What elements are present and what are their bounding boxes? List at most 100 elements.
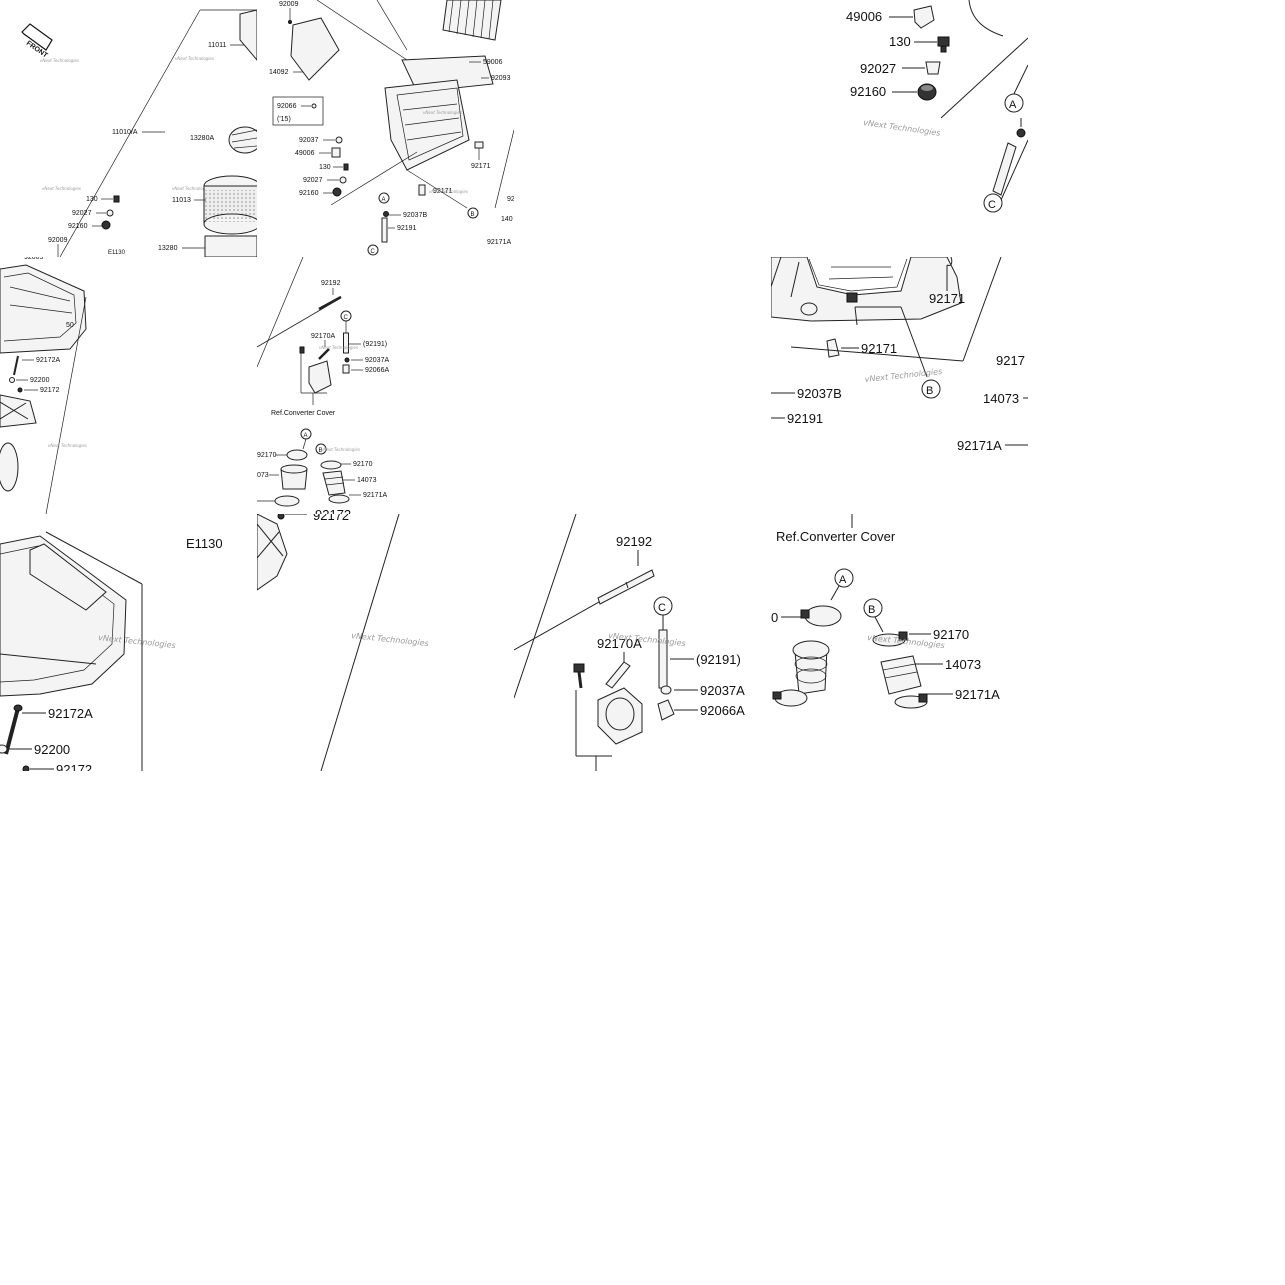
svg-text:C: C [344,315,349,321]
svg-text:B: B [926,385,933,397]
part-label: 92172A [36,357,60,364]
part-label: 92009 [48,237,68,244]
part-label: 92093 [491,75,511,82]
part-label: 92192 [616,534,652,549]
part-label: 92171A [363,492,387,499]
tile-converter-cover-parts: 92192 C 92170A (92191) 92037A 92066A Ref… [257,257,514,514]
intake-boot [322,470,346,496]
hose-clamp [804,605,842,627]
svg-text:B: B [319,448,323,454]
tile-air-cleaner-case: 92009 14092 59006 92093 92066 ('15) 9203… [257,0,514,257]
air-cleaner-housing [239,9,257,61]
part-label: 92037B [797,386,842,401]
ref-circle-c [983,193,1003,213]
filter-cage [442,0,502,41]
part-label: 073 [257,472,269,479]
part-label: 92171 [471,163,491,170]
bolt-icon [573,663,585,673]
part-label: 92171A [487,239,511,246]
watermark: vNext Technologies [863,118,941,138]
ref-note: Ref.Converter Cover [776,529,896,544]
svg-text:A: A [382,197,386,203]
svg-text:A: A [839,574,847,586]
variant-box [272,96,324,126]
ref-note: Ref.Converter Cover [271,410,336,417]
part-label: 130 [319,164,331,171]
svg-text:B: B [868,604,875,616]
part-label: 92191 [397,225,417,232]
part-label: 49006 [846,9,882,24]
watermark: vNext Technologies [40,58,79,63]
air-cleaner-case [771,257,962,322]
part-label: 14073 [357,477,377,484]
part-label: 92170 [353,461,373,468]
collar-icon [106,209,114,217]
part-label: 92027 [303,177,323,184]
part-label: 92037 [299,137,319,144]
part-label: 92200 [34,742,70,757]
part-label: 92170 [933,627,969,642]
watermark: vNext Technologies [351,631,429,648]
part-label: 49006 [295,150,315,157]
watermark: vNext Technologies [319,345,358,350]
tile-airbox-cover-overview: FRONT vNext Technologies vNext Technolog… [0,0,257,257]
ref-circle-a [1004,93,1024,113]
part-label: 92027 [72,210,92,217]
part-label: 92172 [56,762,92,771]
part-label: 92009 [279,1,299,8]
part-label: 92200 [30,377,50,384]
part-label: 14073 [983,391,1019,406]
part-label: 0 [771,610,778,625]
bracket-icon [913,5,935,29]
seal-frame [0,394,37,428]
ref-circle-b [863,598,883,618]
part-label: 92037A [365,357,389,364]
part-label: 92172A [48,706,93,721]
watermark: vNext Technologies [175,56,214,61]
part-label: 92172 [40,387,60,394]
part-label: 92009 [24,257,44,261]
drain-plug [800,302,818,316]
part-label: 140 [501,216,513,223]
ref-circle-b [921,379,941,399]
ref-circle-b [315,443,327,455]
tile-cover-edge-zoom: 92172 vNext Technologies [257,514,514,771]
part-label: 92170A [311,333,335,340]
front-arrow-icon: FRONT [21,23,53,60]
part-label: 59006 [483,59,503,66]
part-label: (92191) [363,341,387,348]
part-label: 92066A [700,703,745,718]
part-label: 11013 [172,197,191,204]
tile-cover-zoom: E1130 vNext Technologies 92172A 92200 92… [0,514,257,771]
part-label: 92192 [321,280,341,287]
damper-icon [101,220,111,230]
air-cleaner-cap [401,55,494,93]
watermark: vNext Technologies [172,186,211,191]
part-label: 92 [507,196,514,203]
inlet-duct [290,17,340,81]
bolt-icon [113,195,120,203]
tile-case-drain-zoom: 92171 92171 B 9217 92037B 14073 92191 92… [771,257,1028,514]
part-label: 92037B [403,212,427,219]
part-label: 92171 [929,291,965,306]
hose-clamp [274,495,300,507]
svg-text:A: A [304,433,308,439]
part-label: 92037A [700,683,745,698]
filter-cage-top [228,126,257,154]
part-label: 92160 [68,223,88,230]
part-label: 11011 [208,42,227,49]
part-label: 92160 [850,84,886,99]
tile-mount-hardware-zoom: 49006 130 92027 92160 A C vNext Technolo… [771,0,1028,257]
part-label: 130 [86,196,98,203]
tile-converter-cover-zoom: 92192 C 92170A (92191) 92037A 92066A vNe… [514,514,771,771]
air-filter-element [203,175,257,235]
hose-stub [826,338,840,358]
part-label: 9217 [996,353,1025,368]
part-label: 92171 [433,188,453,195]
watermark: vNext Technologies [423,110,462,115]
collar-icon [925,61,941,75]
clamp-band [605,661,631,689]
part-label: 13280 [158,245,178,252]
airbox-cover [0,535,127,697]
hose-clamp [286,449,308,461]
